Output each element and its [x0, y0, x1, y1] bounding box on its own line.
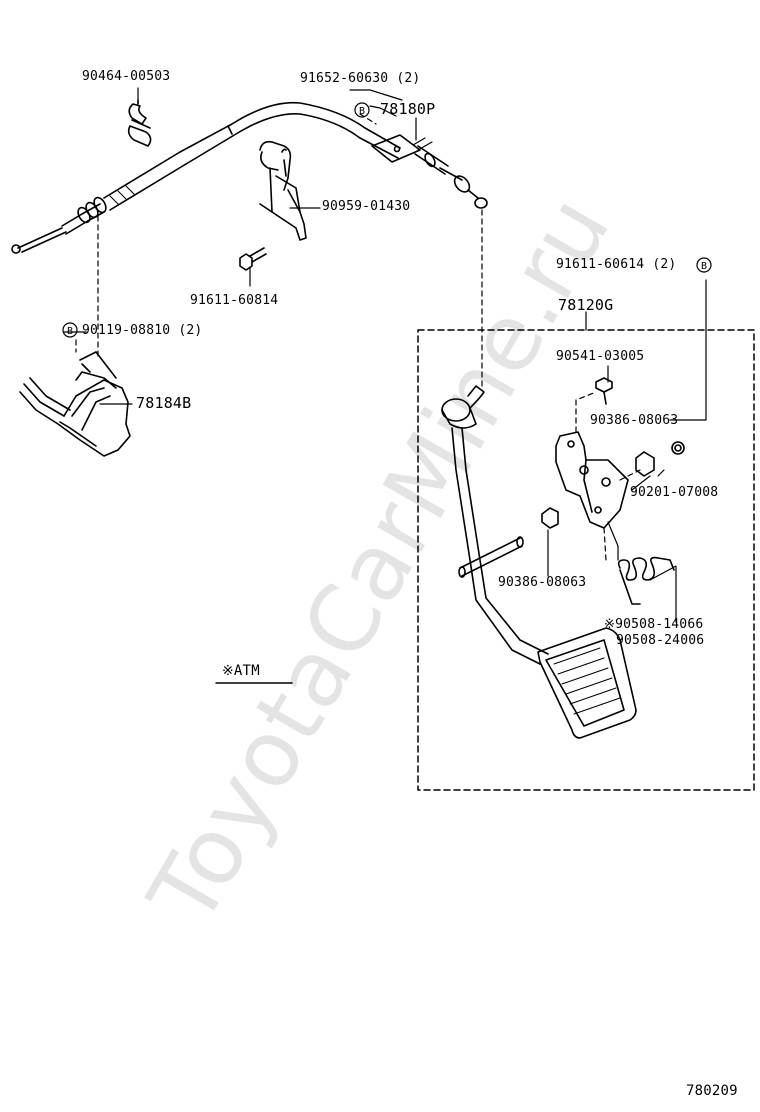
- cable-bracket: [259, 140, 307, 241]
- label-90959-01430: 90959-01430: [322, 199, 411, 214]
- label-90541-03005: 90541-03005: [556, 349, 645, 364]
- label-78184B: 78184B: [136, 394, 192, 412]
- leader-lines: [63, 87, 707, 623]
- assembly-box: [417, 311, 755, 791]
- label-90464-00503: 90464-00503: [82, 69, 171, 84]
- accelerator-pedal: [441, 377, 685, 739]
- label-78120G: 78120G: [558, 296, 614, 314]
- label-78180P: 78180P: [380, 100, 436, 118]
- dashed-guides: [75, 113, 641, 561]
- diagram-code: 780209: [686, 1083, 738, 1099]
- bolt-91611-60814: [239, 247, 267, 271]
- label-90119-08810: 90119-08810 (2): [82, 323, 203, 338]
- label-91652-60630: 91652-60630 (2): [300, 71, 421, 86]
- bolt-marker-b-3: [696, 257, 712, 273]
- label-91611-60614: 91611-60614 (2): [556, 257, 677, 272]
- bolt-marker-letter: B: [359, 106, 365, 117]
- accelerator-cable: [11, 101, 488, 254]
- bolt-marker-b-2: [62, 322, 78, 338]
- label-90508-24006: 90508-24006: [616, 633, 705, 648]
- label-90386-08063-top: 90386-08063: [590, 413, 679, 428]
- label-90508-14066: ※90508-14066: [604, 617, 704, 632]
- bolt-marker-b-1: [354, 102, 370, 118]
- cable-clip: [127, 99, 152, 147]
- bolt-marker-letter: B: [701, 261, 707, 272]
- bolt-marker-letter: B: [67, 326, 73, 337]
- floor-cable-guide: [19, 351, 131, 457]
- atm-note: ※ATM: [222, 663, 260, 679]
- label-91611-60814: 91611-60814: [190, 293, 279, 308]
- label-90201-07008: 90201-07008: [630, 485, 719, 500]
- label-90386-08063-bottom: 90386-08063: [498, 575, 587, 590]
